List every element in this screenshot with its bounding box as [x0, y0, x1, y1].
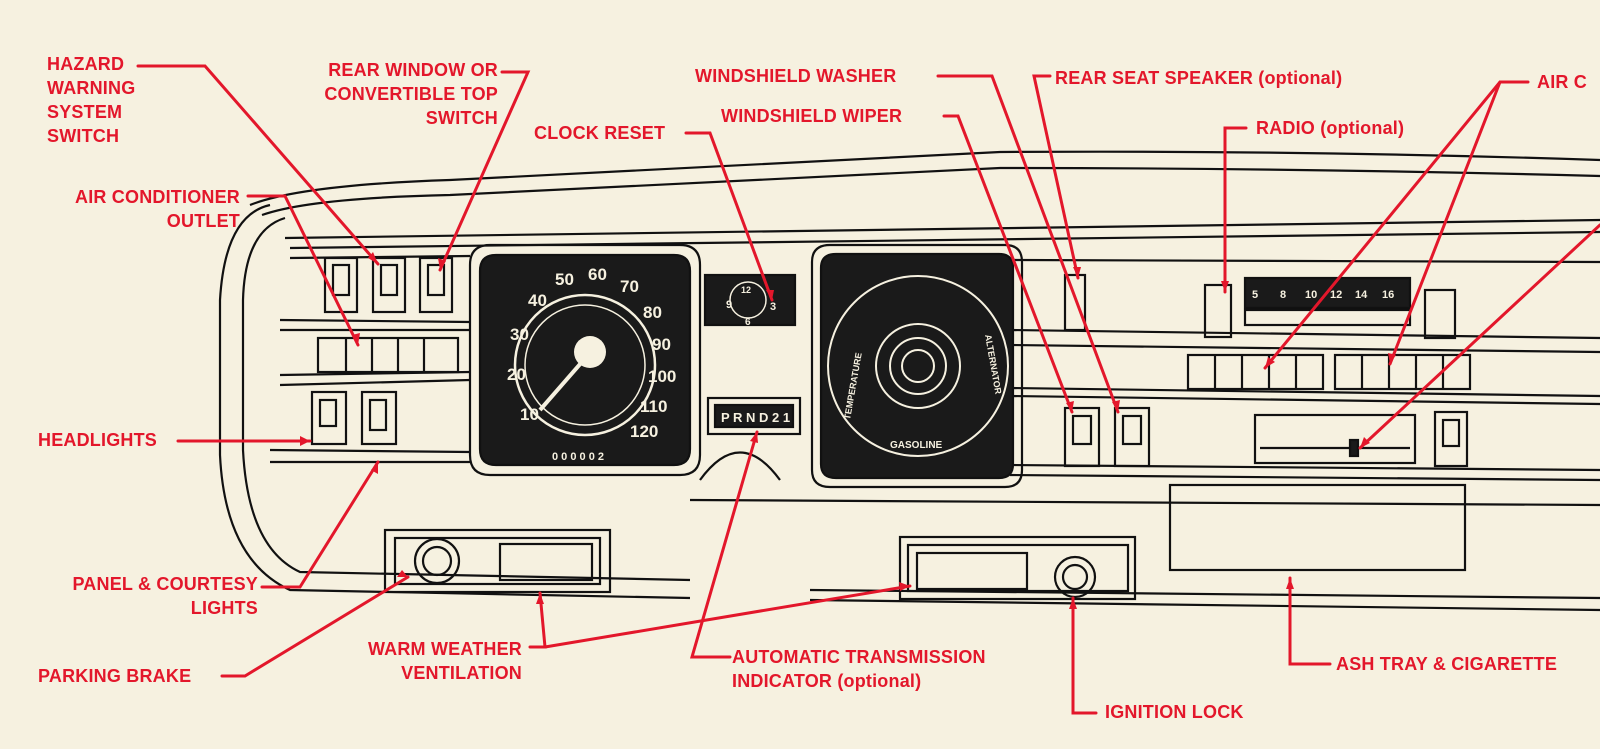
odometer-readout: 0 0 0 0 0 2	[552, 451, 604, 463]
speedo-tick-70: 70	[620, 277, 639, 296]
speedo-tick-20: 20	[507, 365, 526, 384]
speedometer-housing	[468, 243, 702, 477]
radio-dial-14: 14	[1355, 289, 1368, 301]
dash-left-bezel	[218, 203, 691, 600]
leader-air-c-b	[1388, 80, 1502, 366]
speedo-tick-60: 60	[588, 265, 607, 284]
label-parking-brake: PARKING BRAKE	[38, 666, 192, 686]
speedo-tick-100: 100	[648, 367, 676, 386]
leader-washer	[936, 74, 1120, 414]
speedo-tick-80: 80	[643, 303, 662, 322]
radio-dial-16: 16	[1382, 289, 1394, 301]
leader-radio	[1223, 126, 1248, 294]
dash-top-outline	[249, 150, 1600, 207]
label-clock-reset: CLOCK RESET	[534, 123, 666, 143]
label-air-conditioning: AIR C	[1537, 72, 1587, 92]
speedo-tick-10: 10	[520, 405, 539, 424]
ash-tray-outline	[1168, 483, 1467, 572]
leader-ac-outlet	[246, 194, 360, 347]
clock-numeral-6: 6	[745, 317, 751, 328]
leader-wiper	[942, 114, 1074, 414]
leader-rear-speaker	[1032, 74, 1080, 280]
radio-dial-12: 12	[1330, 289, 1342, 301]
parking-brake-knob	[413, 537, 461, 585]
leader-warm-weather-b	[543, 584, 912, 649]
gauge-cluster-housing	[810, 243, 1024, 489]
radio-dial-8: 8	[1280, 289, 1286, 301]
label-windshield-wiper: WINDSHIELD WIPER	[721, 106, 903, 126]
speedo-tick-50: 50	[555, 270, 574, 289]
gauge-gasoline: GASOLINE	[890, 440, 943, 451]
gear-indicator-text: P R N D 2 1	[721, 410, 790, 425]
leader-ash-tray	[1288, 576, 1332, 666]
leader-rear-window	[438, 70, 531, 272]
label-windshield-washer: WINDSHIELD WASHER	[695, 66, 897, 86]
label-rear-window: REAR WINDOW OR CONVERTIBLE TOP SWITCH	[324, 60, 498, 128]
dash-top-outline-inner	[261, 166, 1600, 217]
label-rear-seat-speaker: REAR SEAT SPEAKER (optional)	[1055, 68, 1343, 88]
clock-numeral-3: 3	[770, 301, 776, 313]
ignition-lock-cylinder	[1053, 555, 1097, 599]
leader-auto-transmission	[690, 430, 759, 659]
radio-dial-housing	[1243, 276, 1412, 310]
dash-left-bezel-inner	[241, 216, 691, 582]
speedo-tick-110: 110	[640, 397, 667, 416]
radio-dial-5: 5	[1252, 289, 1258, 301]
leader-parking-brake	[220, 575, 410, 678]
label-hazard-warning: HAZARD WARNING SYSTEM SWITCH	[47, 54, 136, 146]
speedo-tick-90: 90	[652, 335, 671, 354]
leader-panel-lights	[260, 460, 380, 589]
label-warm-weather-ventilation: WARM WEATHER VENTILATION	[367, 639, 522, 683]
radio-dial-10: 10	[1305, 289, 1317, 301]
speedo-tick-120: 120	[630, 422, 658, 441]
leader-ignition	[1071, 596, 1098, 715]
gear-indicator-housing	[706, 396, 802, 436]
speedo-tick-30: 30	[510, 325, 529, 344]
label-automatic-transmission: AUTOMATIC TRANSMISSION INDICATOR (option…	[732, 647, 986, 691]
leader-clock-reset	[684, 131, 774, 302]
label-air-conditioner-outlet: AIR CONDITIONER OUTLET	[75, 187, 240, 231]
label-ash-tray: ASH TRAY & CIGARETTE	[1336, 654, 1558, 674]
clock-numeral-9: 9	[726, 299, 732, 311]
leader-hazard	[136, 64, 380, 266]
label-panel-courtesy-lights: PANEL & COURTESY LIGHTS	[72, 574, 258, 618]
speedo-tick-40: 40	[528, 291, 547, 310]
leader-air-c-c	[1358, 223, 1600, 450]
clock-housing	[703, 273, 797, 327]
label-headlights: HEADLIGHTS	[38, 430, 157, 450]
clock-numeral-12: 12	[741, 285, 751, 295]
label-ignition-lock: IGNITION LOCK	[1105, 702, 1244, 722]
label-radio: RADIO (optional)	[1256, 118, 1405, 138]
